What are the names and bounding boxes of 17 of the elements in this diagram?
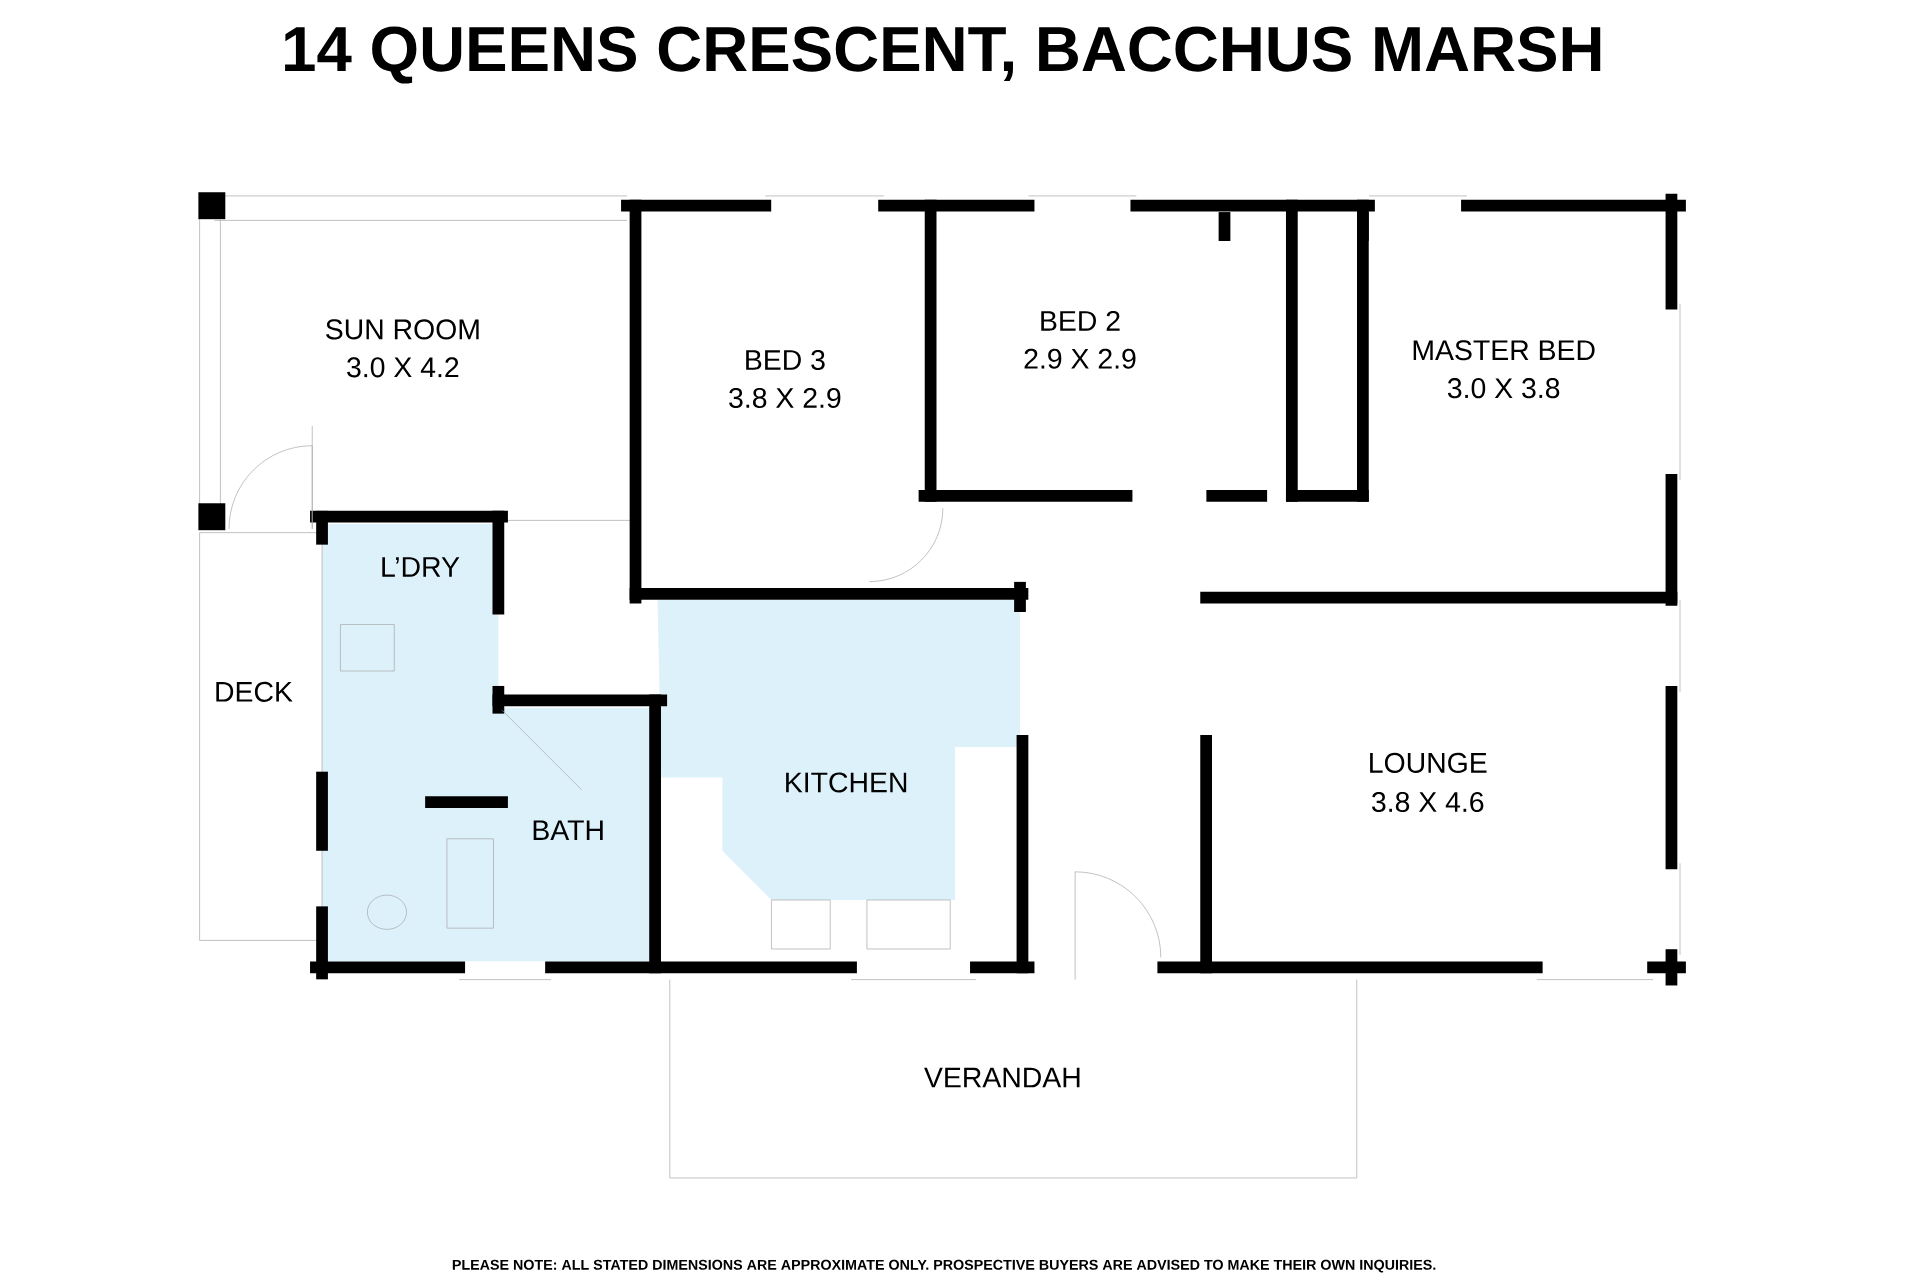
room-name: MASTER BED [1413, 340, 1595, 361]
room-name: LOUNGE [1370, 753, 1487, 774]
room-dimensions: 3.0 X 3.8 [1447, 378, 1560, 399]
room-name: BATH [533, 820, 603, 841]
room-dimensions: 3.8 X 4.6 [1372, 792, 1484, 813]
room-name: KITCHEN [786, 772, 907, 793]
room-dimensions: 3.8 X 2.9 [729, 388, 841, 409]
room-dimensions: 2.9 X 2.9 [1024, 348, 1136, 369]
room-dimensions: 3.0 X 4.2 [347, 357, 459, 378]
room-name: L’DRY [382, 557, 460, 577]
room-name: SUN ROOM [326, 319, 479, 340]
room-name: DECK [216, 681, 293, 703]
room-name: BED 3 [746, 350, 825, 371]
title: 14 QUEENS CRESCENT, BACCHUS MARSH [285, 26, 1601, 84]
room-name: VERANDAH [924, 1068, 1080, 1088]
disclaimer-note: PLEASE NOTE: ALL STATED DIMENSIONS ARE APPROXIMATE ONLY. PROSPECTIVE BUYERS ARE ADVISED TO MAKE THEIR OWN INQUIRIES. [452, 1259, 1436, 1273]
room-name: BED 2 [1041, 311, 1120, 331]
